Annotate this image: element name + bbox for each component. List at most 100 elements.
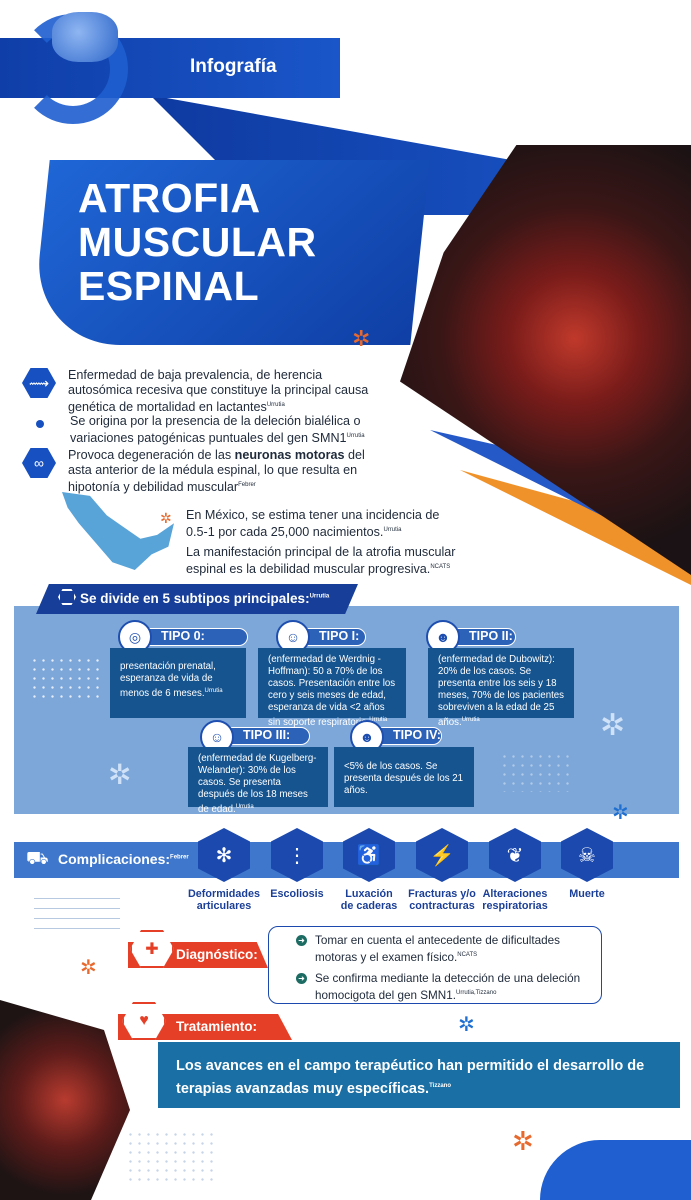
subtypes-title-text: Se divide en 5 subtipos principales:: [80, 591, 310, 606]
diagnosis-item-1: ➜ Tomar en cuenta el antecedente de difi…: [296, 934, 596, 965]
subtypes-header: [36, 584, 358, 614]
joint-icon: ✻: [198, 828, 250, 882]
comp-1-l2: articulares: [196, 900, 252, 912]
tipo-3-box: (enfermedad de Kugelberg-Welander): 30% …: [188, 747, 328, 815]
comp-5-l2: respiratorias: [482, 900, 548, 912]
tipo-0-text: presentación prenatal, esperanza de vida…: [120, 661, 216, 700]
intro-ref-3: Febrer: [238, 482, 256, 488]
incidence-text: En México, se estima tener una incidenci…: [186, 508, 440, 540]
tipo-4-text: <5% de los casos. Se presenta después de…: [344, 761, 464, 796]
treatment-box: [158, 1042, 680, 1108]
comp-3-l1: Luxación: [345, 888, 393, 900]
mexico-map: [62, 492, 174, 570]
intro-text-3b: neuronas motoras: [234, 448, 345, 462]
dot-pattern: [30, 656, 102, 704]
intro-text-2: Se origina por la presencia de la deleci…: [70, 414, 361, 446]
intro-item-3: ∞ Provoca degeneración de las neuronas m…: [22, 448, 382, 495]
treatment-ref: Tizzano: [429, 1083, 451, 1089]
tipo-1-label-text: TIPO I:: [319, 629, 360, 643]
dot-pattern-3: [126, 1130, 216, 1182]
treatment-text: Los avances en el campo terapéutico han …: [176, 1056, 666, 1099]
complications-label: Complicaciones:Febrer: [58, 851, 189, 867]
comp-3-l2: de caderas: [340, 900, 398, 912]
bullet-dot-icon: [36, 420, 44, 428]
comp-4-l2: contracturas: [409, 900, 475, 912]
intro-ref-1: Urrutia: [266, 402, 285, 408]
diag-ref-1: NCATS: [457, 952, 478, 958]
wave-line: [34, 898, 120, 899]
molecule-small-icon: ✲: [160, 510, 172, 526]
molecule-icon: ✲: [352, 326, 371, 351]
title-line-2: MUSCULAR: [78, 219, 317, 265]
diagnosis-box: [268, 926, 602, 1004]
complications-ref: Febrer: [170, 854, 189, 861]
tipo-2-label-text: TIPO II:: [469, 629, 513, 643]
comp-6-l1: Muerte: [569, 888, 605, 900]
intro-item-1: ⟿ Enfermedad de baja prevalencia, de her…: [22, 368, 382, 415]
diagnosis-item-2: ➜ Se confirma mediante la detección de u…: [296, 972, 596, 1003]
hexagon-icon: [58, 589, 76, 605]
dot-pattern-2: [500, 752, 572, 792]
dna-icon: ⟿: [22, 368, 56, 398]
subtypes-ref: Urrutia: [309, 593, 330, 600]
intro-text-3c: del asta anterior de la médula espinal, …: [68, 448, 365, 495]
title-line-3: ESPINAL: [78, 263, 260, 309]
wave-line: [34, 928, 120, 929]
page-title: ATROFIA MUSCULAR ESPINAL: [78, 176, 317, 308]
ambulance-icon: ⛟: [26, 848, 49, 868]
tipo-0-ref: Urrutia: [204, 688, 223, 694]
molecule-blue-icon: ✲: [612, 802, 629, 824]
treatment-text-body: Los avances en el campo terapéutico han …: [176, 1058, 645, 1097]
comp-4-l1: Fracturas y/o: [408, 888, 476, 900]
molecule-blue-icon-2: ✲: [458, 1014, 475, 1036]
wave-line: [34, 918, 120, 919]
tipo-2-text: (enfermedad de Dubowitz): 20% de los cas…: [438, 654, 565, 729]
subtypes-title: Se divide en 5 subtipos principales:Urru…: [80, 591, 329, 606]
skull-icon: ☠: [561, 828, 613, 882]
tipo-3-ref: Urrutia: [235, 804, 254, 810]
intro-item-2: Se origina por la presencia de la deleci…: [22, 414, 382, 446]
tipo-0-box: presentación prenatal, esperanza de vida…: [110, 648, 246, 718]
molecule-orange-icon-2: ✲: [512, 1126, 534, 1156]
manifestation-ref: NCATS: [430, 564, 451, 571]
tipo-2-box: (enfermedad de Dubowitz): 20% de los cas…: [428, 648, 574, 728]
tipo-3-label-text: TIPO III:: [243, 728, 291, 742]
corner-shape: [540, 1140, 691, 1200]
tipo-2-ref: Urrutia: [461, 717, 480, 723]
diag-ref-2: Urrutia,Tizzano: [455, 990, 497, 996]
intro-text-3a: Provoca degeneración de las: [68, 448, 235, 462]
neuron-image-bottom: [0, 1000, 130, 1200]
tipo-3-text: (enfermedad de Kugelberg-Welander): 30% …: [198, 753, 317, 816]
intro-text-1: Enfermedad de baja prevalencia, de heren…: [68, 368, 369, 415]
tipo-1-box: (enfermedad de Werdnig -Hoffman): 50 a 7…: [258, 648, 406, 728]
tipo-3-label: TIPO III:: [210, 727, 310, 745]
complications-label-text: Complicaciones:: [58, 851, 171, 867]
manifestation-text: La manifestación principal de la atrofia…: [186, 545, 456, 577]
diag-text-1: Tomar en cuenta el antecedente de dificu…: [315, 934, 560, 964]
wave-line: [34, 908, 120, 909]
diag-text-2: Se confirma mediante la detección de una…: [315, 972, 581, 1002]
brain-logo-icon: [52, 12, 118, 62]
comp-2-l1: Escoliosis: [270, 888, 324, 900]
comp-1-l1: Deformidades: [188, 888, 260, 900]
intro-ref-2: Urrutia: [346, 433, 365, 439]
header-label: Infografía: [190, 56, 277, 77]
arrow-right-icon: ➜: [296, 973, 307, 984]
tipo-1-text: (enfermedad de Werdnig -Hoffman): 50 a 7…: [268, 654, 396, 729]
tipo-0-label-text: TIPO 0:: [161, 629, 205, 643]
molecule-white-icon: ✲: [600, 709, 626, 742]
comp-5-l1: Alteraciones: [482, 888, 548, 900]
molecule-orange-icon: ✲: [80, 957, 97, 979]
tipo-4-box: <5% de los casos. Se presenta después de…: [334, 747, 474, 807]
title-line-1: ATROFIA: [78, 175, 261, 221]
comp-text-2: Escoliosis: [257, 888, 337, 900]
diagnosis-label: Diagnóstico:: [176, 947, 258, 962]
mexico-text: En México, se estima tener una incidenci…: [186, 508, 456, 577]
incidence-ref: Urrutia: [383, 527, 402, 533]
tipo-1-ref: Urrutia: [369, 717, 388, 723]
tipo-0-label: TIPO 0:: [128, 628, 248, 646]
chromosome-icon: ∞: [22, 448, 56, 478]
